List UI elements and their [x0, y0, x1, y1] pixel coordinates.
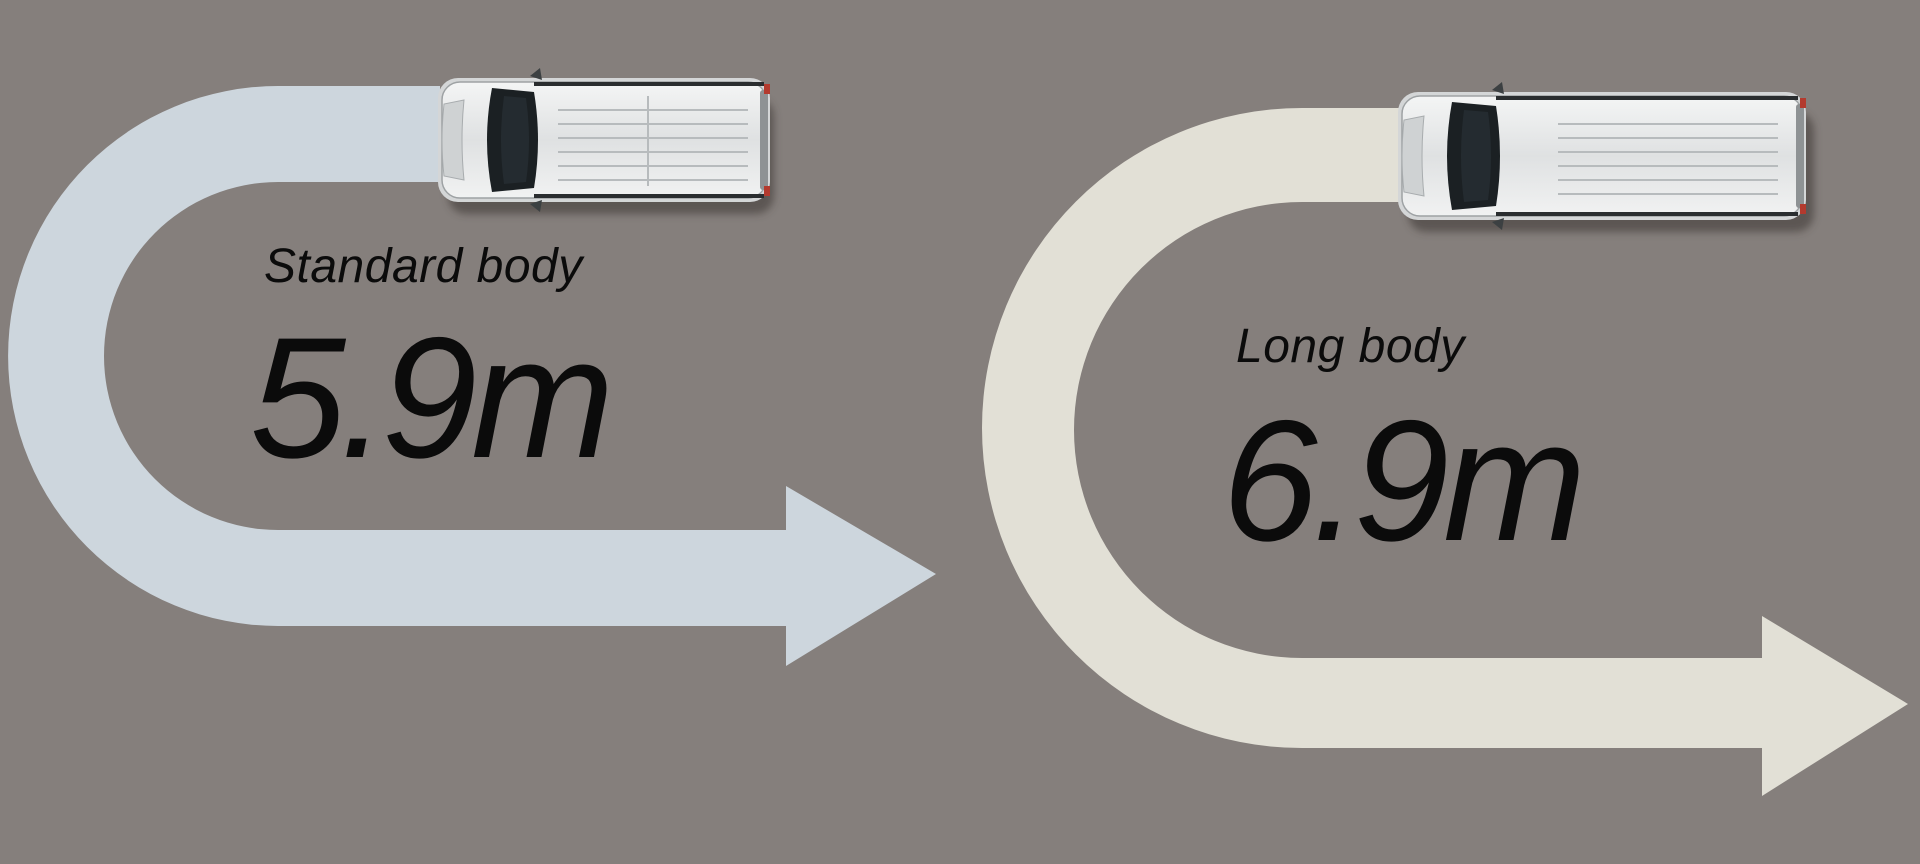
- u-turn-arrow-standard: [8, 86, 936, 666]
- standard-body-turning-radius: 5.9m: [250, 302, 614, 494]
- u-turn-arrow-long: [982, 108, 1908, 796]
- long-body-label: Long body: [1236, 320, 1465, 373]
- long-body-turning-radius: 6.9m: [1222, 385, 1586, 577]
- van-long-icon: [1398, 82, 1814, 232]
- van-standard-icon: [438, 68, 774, 214]
- standard-body-label: Standard body: [264, 240, 583, 293]
